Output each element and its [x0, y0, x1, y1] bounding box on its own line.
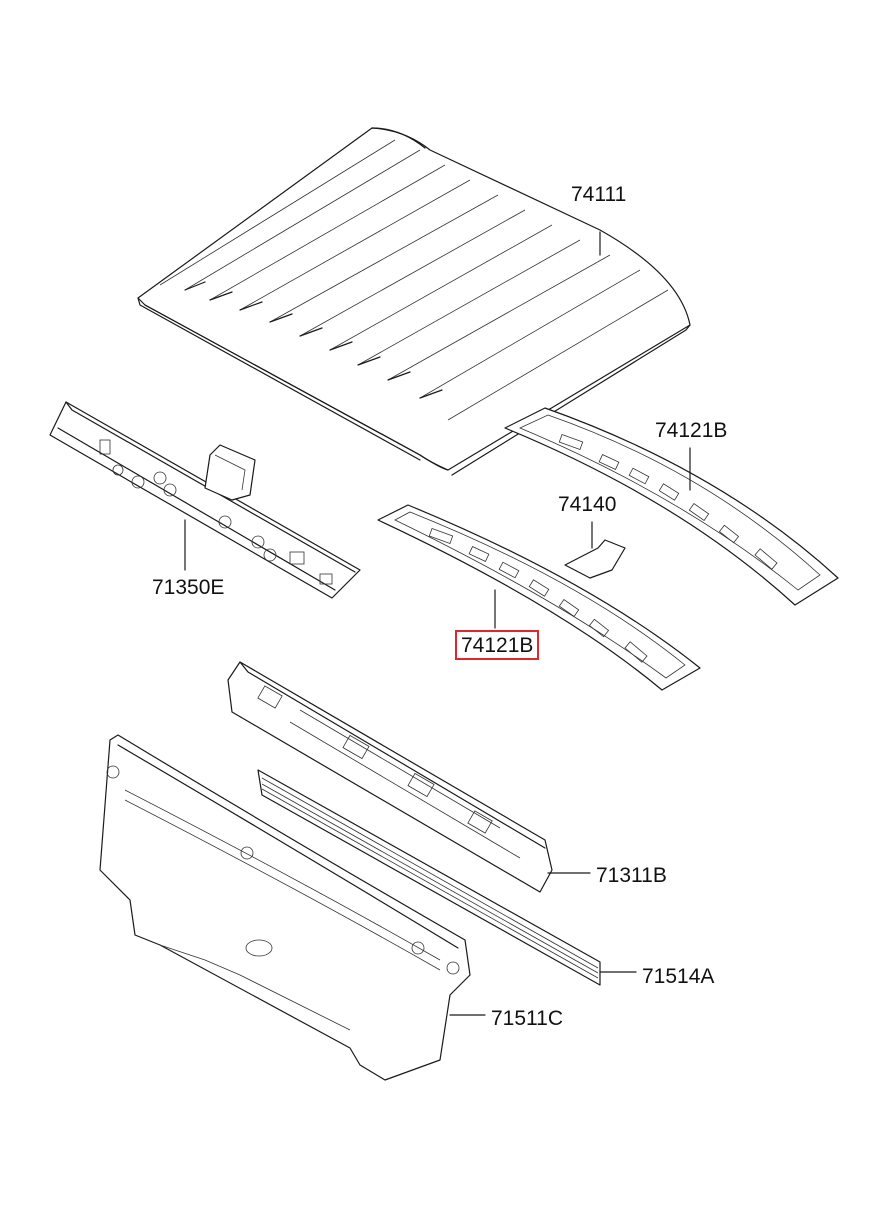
roof-panel-drawing	[137, 127, 691, 476]
front-header-drawing	[49, 401, 361, 599]
roof-bow-lower-drawing	[377, 504, 701, 691]
part-label-strip[interactable]: 71514A	[642, 965, 715, 988]
part-label-roof-bow-lower[interactable]: 74121B	[455, 630, 540, 660]
bracket-drawing	[564, 521, 626, 579]
strip-drawing	[257, 769, 637, 986]
part-label-back-panel[interactable]: 71511C	[491, 1007, 564, 1030]
part-label-roof-bow-upper[interactable]: 74121B	[655, 419, 728, 442]
part-label-rear-rail[interactable]: 71311B	[596, 864, 667, 887]
roof-bow-upper-drawing	[504, 407, 839, 606]
rear-rail-drawing	[227, 661, 591, 893]
part-label-roof-panel[interactable]: 74111	[571, 183, 627, 206]
part-label-front-header[interactable]: 71350E	[152, 576, 225, 599]
back-panel-drawing	[99, 734, 486, 1081]
part-label-bracket[interactable]: 74140	[558, 493, 617, 516]
